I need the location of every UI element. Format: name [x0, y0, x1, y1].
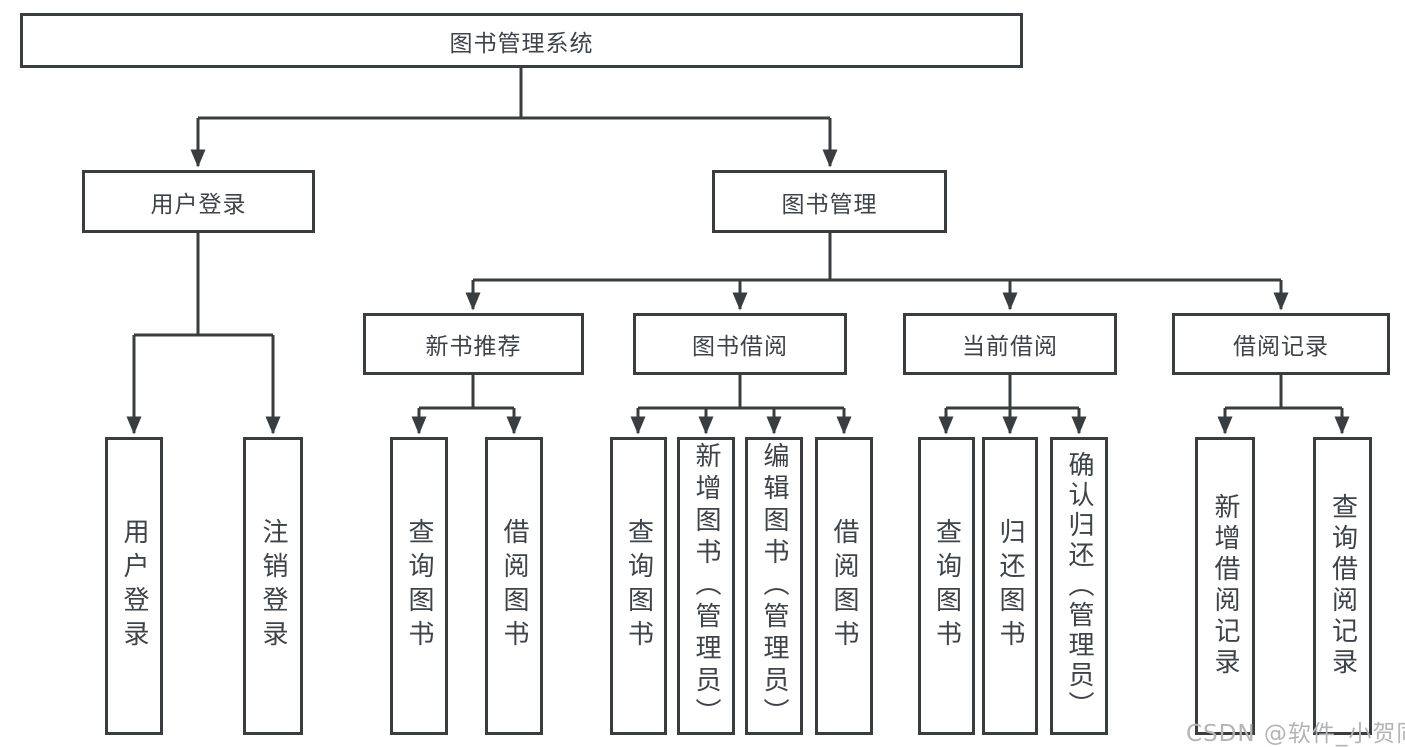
leaf-current-query-books-label: 查询图书	[931, 518, 962, 654]
leaf-records-add-borrow-record: 新增借阅记录	[1195, 437, 1255, 735]
leaf-borrowing-edit-books-admin: 编辑图书（管理员）	[745, 437, 803, 735]
leaf-borrowing-query-books: 查询图书	[610, 437, 667, 735]
leaf-current-return-books: 归还图书	[982, 437, 1038, 735]
node-new-book-recommend-label: 新书推荐	[425, 334, 522, 360]
leaf-newbook-borrow-books: 借阅图书	[485, 437, 543, 735]
node-new-book-recommend: 新书推荐	[363, 313, 584, 375]
node-borrow-records-label: 借阅记录	[1233, 334, 1329, 360]
leaf-newbook-query-books: 查询图书	[390, 437, 448, 735]
node-user-login-label: 用户登录	[150, 191, 247, 218]
node-book-borrowing-label: 图书借阅	[692, 334, 788, 360]
node-library-system-label: 图书管理系统	[449, 30, 594, 57]
leaf-newbook-query-books-label: 查询图书	[404, 518, 434, 654]
node-library-system: 图书管理系统	[20, 13, 1023, 68]
leaf-newbook-borrow-books-label: 借阅图书	[499, 518, 529, 654]
node-book-borrowing: 图书借阅	[633, 313, 847, 375]
leaf-user-login: 用户登录	[105, 437, 163, 735]
leaf-logout-login-label: 注销登录	[258, 518, 288, 654]
node-book-management: 图书管理	[712, 170, 947, 233]
tree-arrows	[126, 118, 1350, 435]
leaf-user-login-label: 用户登录	[119, 518, 149, 654]
node-current-borrowing: 当前借阅	[903, 313, 1117, 375]
leaf-current-query-books: 查询图书	[918, 437, 975, 735]
leaf-records-add-borrow-record-label: 新增借阅记录	[1210, 493, 1240, 679]
leaf-borrowing-borrow-books: 借阅图书	[815, 437, 873, 735]
csdn-watermark: CSDN @软件_小贺同学	[1186, 721, 1405, 747]
leaf-borrowing-borrow-books-label: 借阅图书	[829, 518, 859, 654]
leaf-current-confirm-return-admin: 确认归还（管理员）	[1050, 437, 1108, 735]
leaf-logout-login: 注销登录	[243, 437, 303, 735]
node-user-login: 用户登录	[82, 170, 315, 233]
leaf-current-return-books-label: 归还图书	[995, 518, 1025, 654]
node-book-management-label: 图书管理	[781, 191, 878, 218]
node-current-borrowing-label: 当前借阅	[962, 334, 1058, 360]
leaf-borrowing-edit-books-admin-label: 编辑图书（管理员）	[759, 442, 789, 730]
leaf-borrowing-add-books-admin: 新增图书（管理员）	[677, 437, 735, 735]
tree-branch-lines	[134, 68, 1342, 410]
leaf-records-query-borrow-record-label: 查询借阅记录	[1327, 493, 1358, 679]
leaf-borrowing-query-books-label: 查询图书	[623, 518, 654, 654]
leaf-borrowing-add-books-admin-label: 新增图书（管理员）	[691, 442, 721, 730]
leaf-records-query-borrow-record: 查询借阅记录	[1313, 437, 1372, 735]
node-borrow-records: 借阅记录	[1172, 313, 1390, 375]
leaf-current-confirm-return-admin-label: 确认归还（管理员）	[1064, 451, 1094, 721]
